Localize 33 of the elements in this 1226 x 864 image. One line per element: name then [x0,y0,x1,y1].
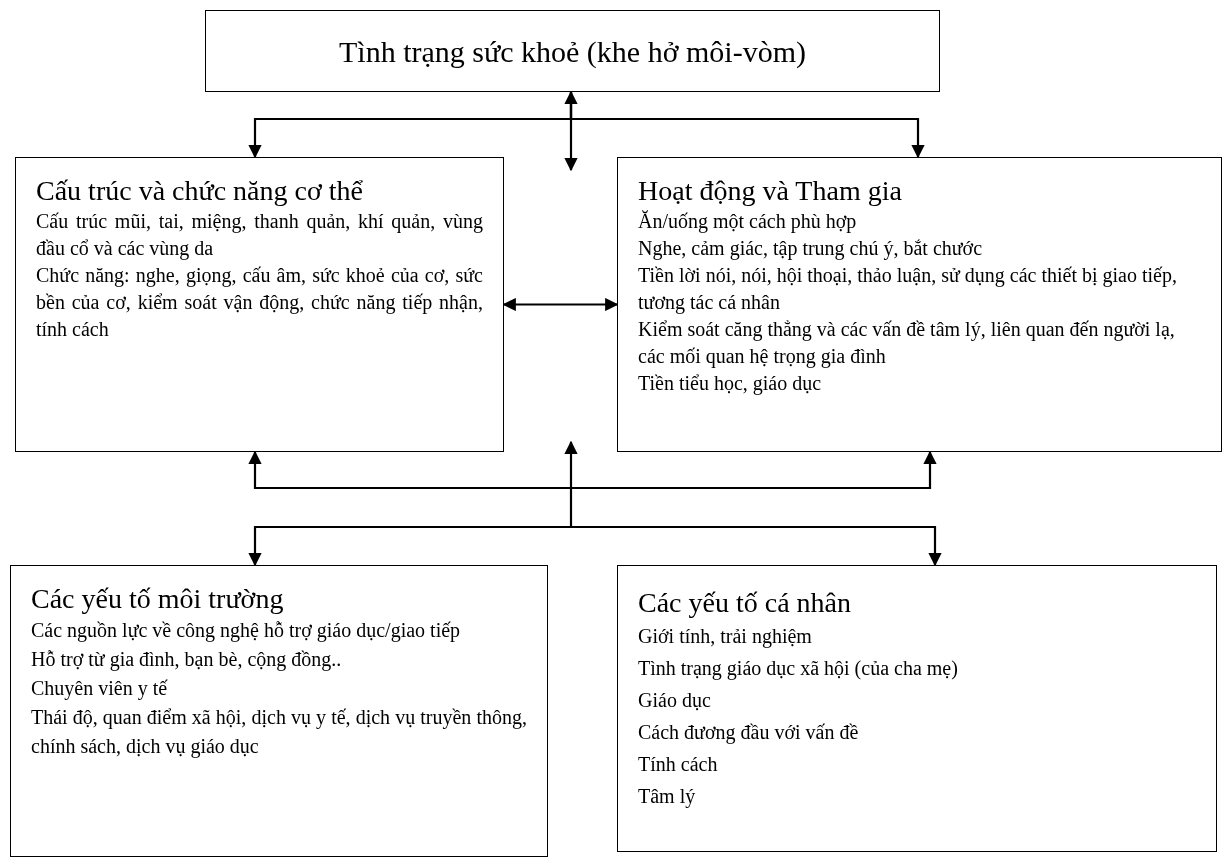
box-text: Nghe, cảm giác, tập trung chú ý, bắt chước [638,236,984,262]
box-text: Chức năng: nghe, giọng, cấu âm, sức khoẻ của cơ, sức bền của cơ, kiểm soát vận động, chức năng tiếp nhận, tính cách [36,263,483,342]
connector-arrow [248,525,571,567]
box-text: Chuyên viên y tế [31,676,169,702]
box-text: Giới tính, trải nghiệm [638,624,813,650]
connector-arrow [571,450,937,490]
box-text: Tiền lời nói, nói, hội thoại, thảo luận, sử dụng các thiết bị giao tiếp, tương tác cá nhân [638,263,1178,316]
text-box [617,157,1222,452]
box-heading: Tình trạng sức khoẻ (khe hở môi-vòm) [339,33,806,70]
text-box [15,157,504,452]
connector-arrow [571,525,942,567]
box-text: Thái độ, quan điểm xã hội, dịch vụ y tế, dịch vụ truyền thông, chính sách, dịch vụ giáo dục [31,705,527,760]
box-heading: Hoạt động và Tham gia [638,174,903,208]
connector-arrow [502,297,619,312]
box-text: Cấu trúc mũi, tai, miệng, thanh quản, khí quản, vùng đầu cổ và các vùng da [36,209,483,262]
connector-arrow [564,90,578,172]
connector-arrow [248,450,571,490]
text-box [205,10,940,92]
box-text: Các nguồn lực về công nghệ hỗ trợ giáo dục/giao tiếp [31,618,462,644]
box-text: Tính cách [638,752,719,777]
box-text: Giáo dục [638,688,712,713]
box-heading: Cấu trúc và chức năng cơ thể [36,174,364,208]
box-text: Kiểm soát căng thẳng và các vấn đề tâm lý, liên quan đến người lạ, các mối quan hệ trọng gia đình [638,317,1176,370]
box-heading: Các yếu tố cá nhân [638,586,853,620]
box-text: Hỗ trợ từ gia đình, bạn bè, cộng đồng.. [31,647,343,673]
box-text: Tâm lý [638,784,697,810]
box-heading: Các yếu tố môi trường [31,582,285,616]
box-text: Tiền tiểu học, giáo dục [638,371,823,397]
box-text: Ăn/uống một cách phù hợp [638,209,858,235]
text-box [617,565,1217,852]
box-text: Tình trạng giáo dục xã hội (của cha mẹ) [638,656,959,682]
text-box [10,565,548,857]
box-text: Cách đương đầu với vấn đề [638,720,860,746]
